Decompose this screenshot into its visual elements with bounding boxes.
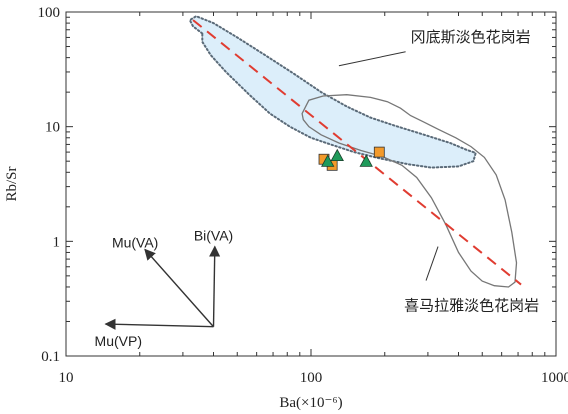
vector-label: Mu(VP) [95,333,142,349]
annotation-label: 冈底斯淡色花岗岩 [411,28,531,46]
x-tick-label: 100 [300,370,323,386]
field-polygon-2 [301,94,518,288]
y-tick-label: 100 [38,5,61,21]
y-tick-label: 10 [45,120,60,136]
field-polygon-1 [188,15,477,169]
triangle-point [330,148,344,162]
axis-ticks: 10 100 1000 0.1 1 10 100 [38,5,568,386]
x-tick-label: 10 [59,370,74,386]
data-points [318,146,385,171]
y-tick-label: 1 [53,234,61,250]
vector-diagram: Bi(VA) Mu(VA) Mu(VP) [95,228,234,349]
triangle-point [359,154,373,167]
square-point [373,146,385,158]
vector-arrow [144,248,215,328]
y-tick-label: 0.1 [41,349,60,365]
y-axis-title: Rb/Sr [4,166,20,201]
vector-label: Mu(VA) [112,234,158,250]
x-tick-label: 1000 [541,370,568,386]
annotation-leader [338,51,406,67]
annotation-leader [425,246,439,281]
field-polygons [188,15,518,288]
vector-arrow [209,245,221,327]
vector-arrow [104,318,214,330]
trend-line-layer [192,19,522,286]
vector-label: Bi(VA) [194,228,233,244]
x-axis-title: Ba(×10⁻⁶) [279,395,342,411]
trend-line [192,19,522,286]
annotation-label: 喜马拉雅淡色花岗岩 [404,296,539,314]
